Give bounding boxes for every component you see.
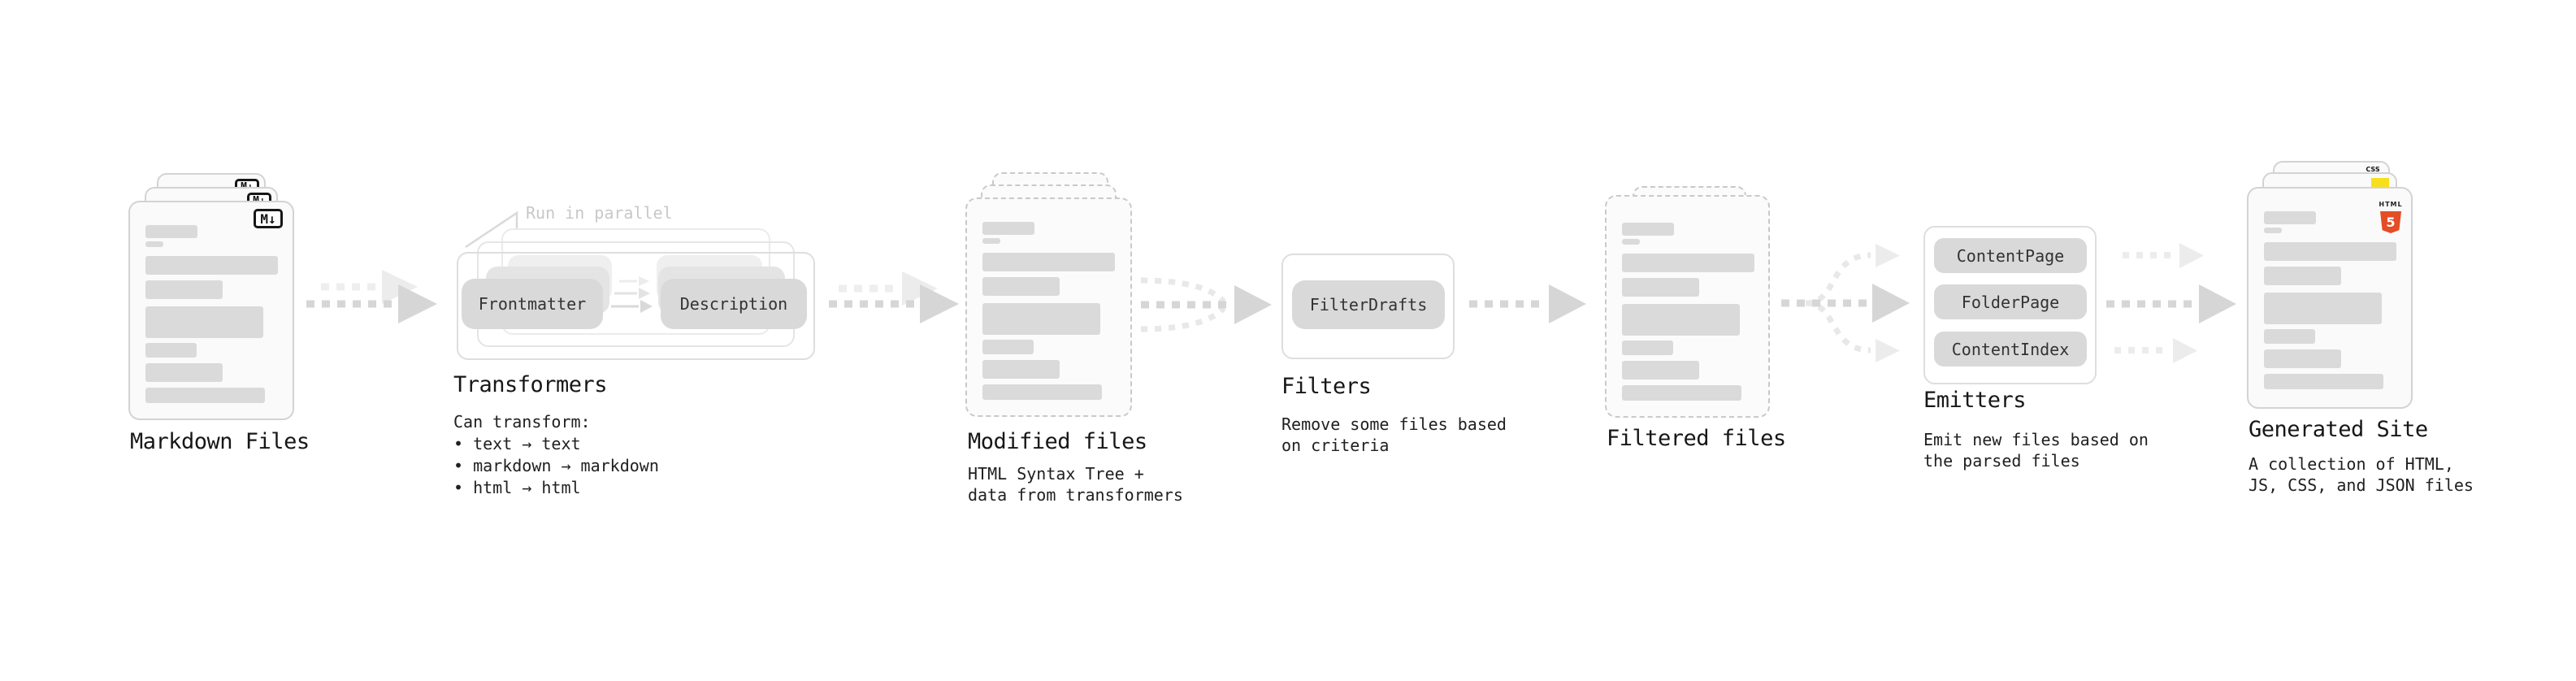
description-pill: Description: [661, 279, 807, 329]
text-line-placeholder: [982, 277, 1060, 296]
text-line-placeholder: [1622, 239, 1640, 245]
text-line-placeholder: [2264, 242, 2396, 261]
stage-title-emitters: Emitters: [1923, 388, 2027, 413]
text-line-placeholder: [982, 238, 1000, 244]
filters-description: Remove some files based on criteria: [1281, 414, 1507, 455]
stage-title-filters: Filters: [1281, 374, 1372, 399]
text-line-placeholder: [145, 363, 223, 382]
frontmatter-pill: Frontmatter: [462, 279, 603, 329]
text-line-placeholder: [145, 388, 265, 403]
run-in-parallel-note: Run in parallel: [526, 203, 673, 223]
text-line-placeholder: [982, 303, 1100, 335]
text-line-placeholder: [145, 306, 263, 338]
text-line-placeholder: [2264, 349, 2341, 368]
arrow-filters-to-filtered: [1469, 284, 1586, 323]
content-page-pill: ContentPage: [1934, 238, 2087, 273]
text-line-placeholder: [982, 340, 1034, 354]
stage-title-generated-site: Generated Site: [2249, 417, 2428, 442]
text-line-placeholder: [145, 343, 197, 358]
text-line-placeholder: [2264, 329, 2315, 344]
text-line-placeholder: [982, 384, 1102, 400]
markdown-icon: M↓: [254, 209, 283, 228]
stage-title-modified-files: Modified files: [968, 429, 1147, 454]
text-line-placeholder: [145, 256, 278, 275]
text-line-placeholder: [2264, 267, 2341, 285]
text-line-placeholder: [1622, 385, 1741, 401]
stage-title-markdown-files: Markdown Files: [130, 429, 310, 454]
modified-file-card-front: [965, 197, 1132, 417]
text-line-placeholder: [2264, 228, 2282, 233]
text-line-placeholder: [1622, 340, 1673, 355]
html5-icon: HTML 5: [2379, 194, 2403, 233]
text-line-placeholder: [1622, 304, 1740, 336]
arrow-markdown-to-transformers: [306, 270, 437, 323]
stage-title-transformers: Transformers: [453, 372, 608, 397]
folder-page-pill: FolderPage: [1934, 284, 2087, 319]
filtered-file-card-front: [1605, 195, 1770, 418]
arrow-modified-to-filters: [1140, 277, 1272, 332]
transformers-description: Can transform: • text → text • markdown …: [453, 412, 659, 497]
modified-files-description: HTML Syntax Tree + data from transformer…: [968, 464, 1183, 505]
arrow-filtered-to-emitters: [1781, 244, 1910, 362]
emitters-description: Emit new files based on the parsed files: [1923, 430, 2149, 471]
text-line-placeholder: [982, 360, 1060, 379]
arrow-transformers-to-modified: [829, 271, 959, 323]
site-file-card-html: HTML 5: [2247, 187, 2413, 409]
markdown-file-card-front: M↓: [128, 201, 294, 420]
content-index-pill: ContentIndex: [1934, 332, 2087, 367]
transformer-run-frame-front: [457, 252, 815, 360]
text-line-placeholder: [982, 253, 1115, 271]
text-line-placeholder: [145, 280, 223, 299]
text-line-placeholder: [1622, 278, 1699, 297]
text-line-placeholder: [1622, 223, 1674, 236]
text-line-placeholder: [1622, 254, 1754, 272]
text-line-placeholder: [2264, 374, 2383, 389]
html5-icon-shield: 5: [2380, 211, 2401, 233]
text-line-placeholder: [2264, 211, 2316, 224]
filter-drafts-pill: FilterDrafts: [1292, 280, 1445, 329]
text-line-placeholder: [145, 225, 197, 238]
stage-title-filtered-files: Filtered files: [1607, 426, 1786, 451]
text-line-placeholder: [2264, 293, 2382, 324]
html5-icon-word: HTML: [2379, 201, 2403, 208]
text-line-placeholder: [982, 222, 1034, 235]
text-line-placeholder: [145, 241, 163, 247]
text-line-placeholder: [1622, 361, 1699, 380]
arrow-emitters-to-site: [2106, 243, 2236, 363]
generated-site-description: A collection of HTML, JS, CSS, and JSON …: [2249, 454, 2474, 495]
